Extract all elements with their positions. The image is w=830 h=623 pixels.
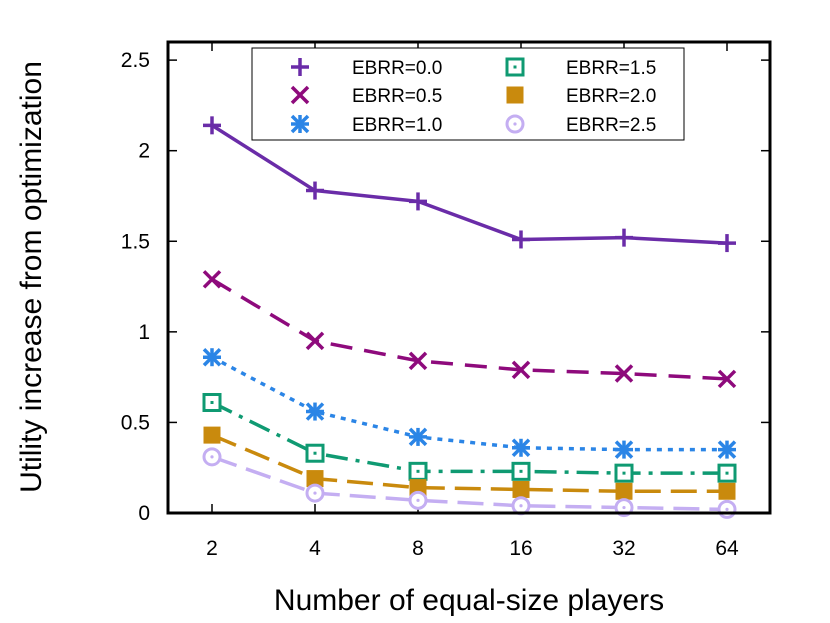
legend-marker [506,86,524,104]
data-point [203,426,221,444]
data-point [614,364,634,383]
legend-marker [291,58,309,76]
y-tick-label: 2 [138,140,150,163]
legend-label: EBRR=0.0 [352,58,442,79]
legend-marker [505,114,525,134]
legend-entry: EBRR=0.5 [290,85,442,107]
data-point [306,470,324,488]
x-tick-label: 2 [206,537,218,560]
series-6 [202,447,737,519]
x-tick-label: 4 [309,537,321,560]
data-point [615,482,633,500]
data-point [511,438,531,458]
data-point [408,490,428,510]
data-point [511,461,531,481]
legend-entry: EBRR=1.5 [505,57,656,79]
y-tick-label: 0.5 [121,411,150,434]
y-tick-label: 0 [138,502,150,525]
series-line [211,277,728,381]
data-point [717,463,737,483]
legend-marker [505,57,525,77]
legend-label: EBRR=2.0 [566,86,656,107]
x-tick-label: 16 [509,537,532,560]
data-point [305,331,325,351]
data-point [512,230,530,249]
series-layer [202,116,737,519]
series-1 [203,116,736,253]
series-5 [203,426,736,500]
data-point [202,392,222,412]
data-point [717,369,737,389]
series-line [211,433,727,494]
legend-label: EBRR=1.5 [566,58,656,79]
data-point [306,181,324,200]
plot-frame [166,40,772,515]
legend-entry: EBRR=2.0 [506,86,656,107]
y-tick-label: 1.5 [121,230,150,253]
legend-box [251,47,685,141]
data-point [305,443,325,463]
series-line [211,355,727,452]
series-line [211,455,728,512]
y-axis-title: Utility increase from optimization [15,61,48,493]
data-point [408,351,428,371]
x-tick-label: 64 [715,537,739,560]
data-point [718,234,736,253]
data-point [512,480,530,498]
data-point [717,440,737,459]
legend-entry: EBRR=2.5 [505,114,656,136]
data-point [202,270,222,289]
legend-label: EBRR=0.5 [352,86,442,107]
data-point [409,192,427,211]
data-point [408,427,428,447]
data-point [305,402,325,421]
data-point [718,482,736,500]
data-point [202,447,222,467]
x-axis-title: Number of equal-size players [274,584,664,617]
legend-marker [290,85,310,105]
legend-entry: EBRR=0.0 [291,58,442,79]
data-point [614,463,634,483]
data-point [511,360,531,380]
data-point [203,116,221,135]
legend-label: EBRR=1.0 [352,115,442,136]
series-3 [202,347,737,459]
x-tick-label: 8 [412,537,424,560]
legend-entry: EBRR=1.0 [290,114,442,136]
legend-label: EBRR=2.5 [566,115,656,136]
data-point [305,483,325,503]
data-point [408,461,428,481]
series-line [211,123,728,245]
data-point [717,499,737,519]
series-2 [202,270,737,389]
data-point [511,496,531,516]
y-tick-label: 2.5 [121,49,150,72]
data-point [615,228,633,247]
legend-marker [290,114,310,134]
series-line [211,400,727,475]
series-4 [202,392,737,483]
data-point [202,347,222,367]
data-point [614,440,634,459]
tick-layer: 0 0.5 1 1.5 2 2.5 2 4 8 16 32 64 [121,42,770,560]
x-tick-label: 32 [612,537,635,560]
y-tick-label: 1 [138,321,150,344]
